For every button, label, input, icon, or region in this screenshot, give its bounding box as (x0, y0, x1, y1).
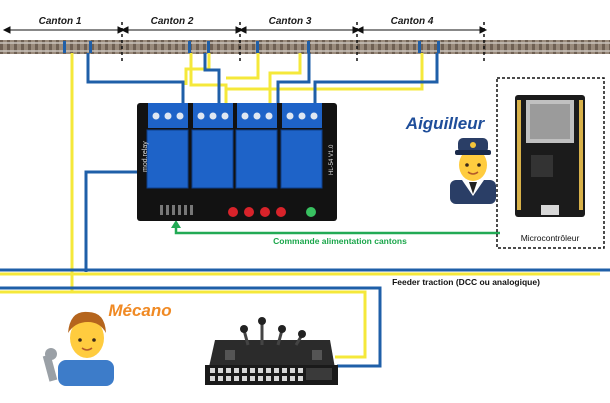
command-label: Commande alimentation cantons (273, 236, 407, 246)
usb-port (541, 205, 559, 215)
train-controller (205, 317, 338, 385)
relay-board: mod.relay HL-54 V1.0 (137, 103, 337, 221)
relays (146, 129, 323, 189)
canton-label-3: Canton 3 (269, 16, 312, 27)
mechanic-icon (42, 311, 114, 386)
terminal-blocks (148, 103, 322, 128)
track-insulators (63, 41, 440, 53)
status-leds (228, 207, 316, 217)
header-pins (160, 205, 193, 215)
canton-arrows (2, 26, 488, 34)
command-arrow (171, 220, 500, 235)
canton-label-1: Canton 1 (39, 16, 82, 27)
canton-label-2: Canton 2 (151, 16, 194, 27)
role-aiguilleur: Aiguilleur (405, 114, 486, 133)
track (0, 22, 610, 62)
microcontroller-label: Microcontrôleur (521, 233, 580, 243)
microcontroller-box (496, 77, 605, 249)
blue-wires (0, 53, 610, 368)
canton-label-4: Canton 4 (391, 16, 434, 27)
yellow-wires (0, 53, 600, 359)
feeder-label: Feeder traction (DCC ou analogique) (392, 277, 540, 287)
board-model: HL-54 V1.0 (329, 144, 335, 175)
role-mecano: Mécano (108, 301, 171, 320)
board-brand: mod.relay (142, 141, 149, 172)
pilot-icon (450, 138, 496, 204)
